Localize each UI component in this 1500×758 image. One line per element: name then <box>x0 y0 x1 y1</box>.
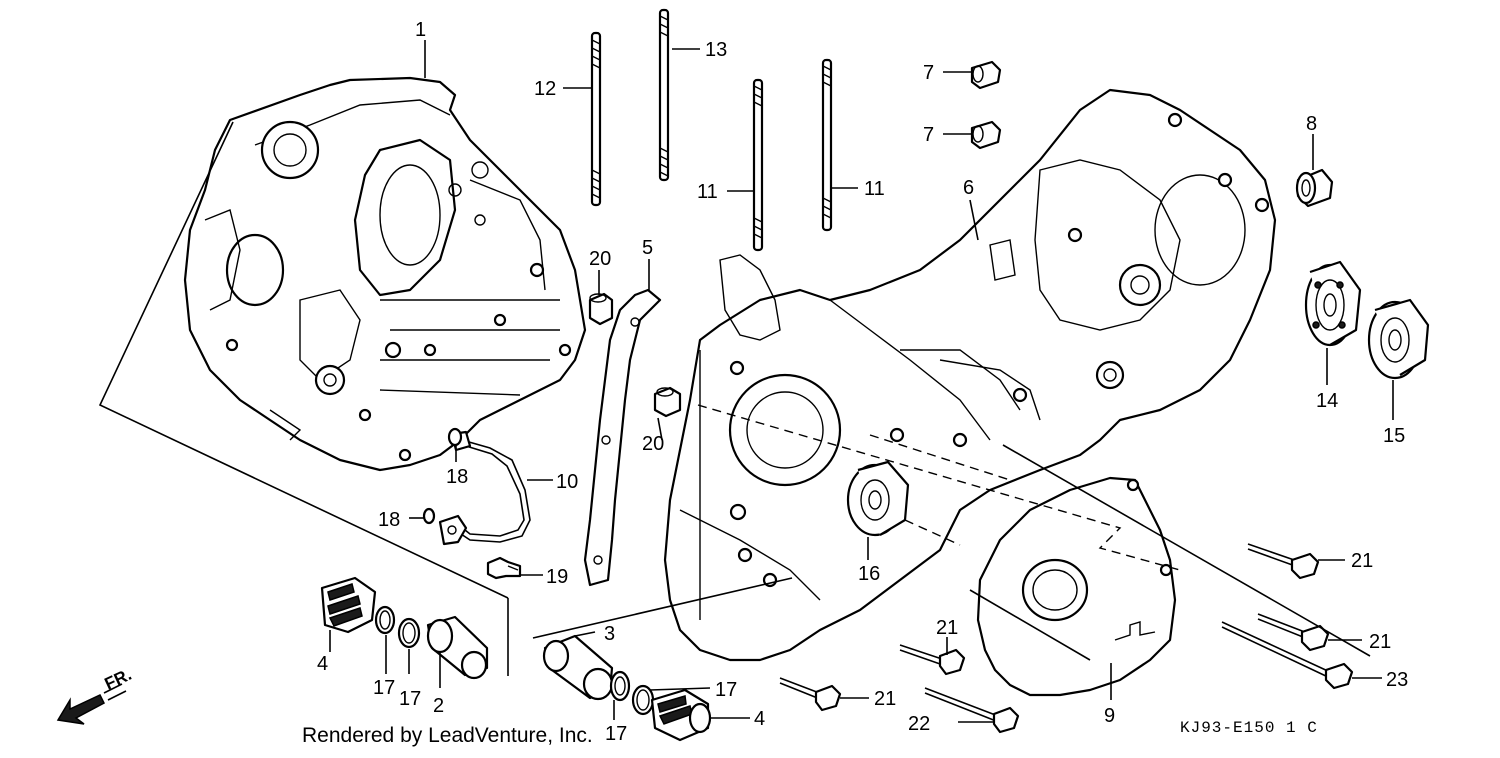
callout-4-right: 4 <box>754 708 765 730</box>
oil-strainer-4-left <box>320 576 377 634</box>
callout-16: 16 <box>858 563 880 585</box>
banjo-bolt-19 <box>486 556 522 580</box>
oil-seal-15 <box>1367 298 1430 380</box>
drawing-code: KJ93-E150 1 C <box>1180 719 1318 737</box>
callout-1: 1 <box>415 19 426 41</box>
callout-4-left: 4 <box>317 653 328 675</box>
callout-11-left: 11 <box>697 181 718 203</box>
assembly-lines <box>98 40 1394 723</box>
oil-strainer-4-right <box>650 688 712 742</box>
callout-8: 8 <box>1306 113 1317 135</box>
callout-7-lower: 7 <box>923 124 934 146</box>
dowel-pin-7-upper <box>970 60 1002 90</box>
stud-bolt-11-left <box>752 78 764 252</box>
callout-17-d: 17 <box>605 723 627 745</box>
callout-11-right: 11 <box>864 178 885 200</box>
oil-seal-16 <box>846 460 910 537</box>
sealing-washer-18-lower <box>422 507 436 525</box>
crankcase-gasket <box>583 288 662 587</box>
o-ring-17-left-a <box>374 605 396 635</box>
stud-bolt-13 <box>658 8 670 182</box>
bolt-23 <box>1221 621 1354 690</box>
callout-14: 14 <box>1316 390 1338 412</box>
dowel-pin-20-lower <box>653 386 682 418</box>
callout-21-lower: 21 <box>874 688 896 710</box>
stud-bolt-11-right <box>821 58 833 232</box>
bolt-21-upper <box>1247 543 1320 580</box>
callout-3: 3 <box>604 623 615 645</box>
o-ring-17-left-b <box>397 617 421 649</box>
callout-15: 15 <box>1383 425 1405 447</box>
callout-13: 13 <box>705 39 727 61</box>
front-direction-arrow: FR. <box>56 665 135 725</box>
callout-20-upper: 20 <box>589 248 611 270</box>
callout-2: 2 <box>433 695 444 717</box>
callout-22: 22 <box>908 713 930 735</box>
sleeve-2 <box>426 615 489 680</box>
callout-21-upper: 21 <box>1351 550 1373 572</box>
dowel-pin-20-upper <box>588 292 614 326</box>
callout-labels: 1 2 3 4 4 5 6 7 7 8 9 10 11 11 12 13 14 … <box>317 19 1408 745</box>
callout-17-a: 17 <box>373 677 395 699</box>
front-direction-label: FR. <box>102 665 135 694</box>
callout-20-lower: 20 <box>642 433 664 455</box>
callout-18-lower: 18 <box>378 509 400 531</box>
crankcase-cover-9 <box>976 476 1177 697</box>
sleeve-3 <box>542 634 614 701</box>
bolt-21-middle <box>899 644 966 676</box>
oil-seal-8 <box>1295 168 1334 208</box>
credit-text: Rendered by LeadVenture, Inc. <box>302 724 593 747</box>
bolt-21-lower <box>779 677 842 712</box>
o-ring-17-right-b <box>631 684 655 716</box>
callout-17-c: 17 <box>715 679 737 701</box>
callout-18-upper: 18 <box>446 466 468 488</box>
ball-bearing-14 <box>1304 260 1362 347</box>
bolt-22 <box>924 687 1020 734</box>
bolt-21-right <box>1257 613 1330 652</box>
callout-12: 12 <box>534 78 556 100</box>
callout-21-middle: 21 <box>936 617 958 639</box>
left-crankcase-half <box>183 76 587 472</box>
dowel-pin-7-lower <box>970 120 1002 150</box>
callout-19: 19 <box>546 566 568 588</box>
callout-5: 5 <box>642 237 653 259</box>
oil-pipe-10 <box>438 430 531 546</box>
callout-10: 10 <box>556 471 578 493</box>
stud-bolt-12 <box>590 31 602 207</box>
callout-17-b: 17 <box>399 688 421 710</box>
callout-9: 9 <box>1104 705 1115 727</box>
sealing-washer-18-upper <box>447 427 463 447</box>
callout-6: 6 <box>963 177 974 199</box>
o-ring-17-right-a <box>609 670 631 702</box>
callout-7-upper: 7 <box>923 62 934 84</box>
callout-21-right: 21 <box>1369 631 1391 653</box>
callout-23: 23 <box>1386 669 1408 691</box>
